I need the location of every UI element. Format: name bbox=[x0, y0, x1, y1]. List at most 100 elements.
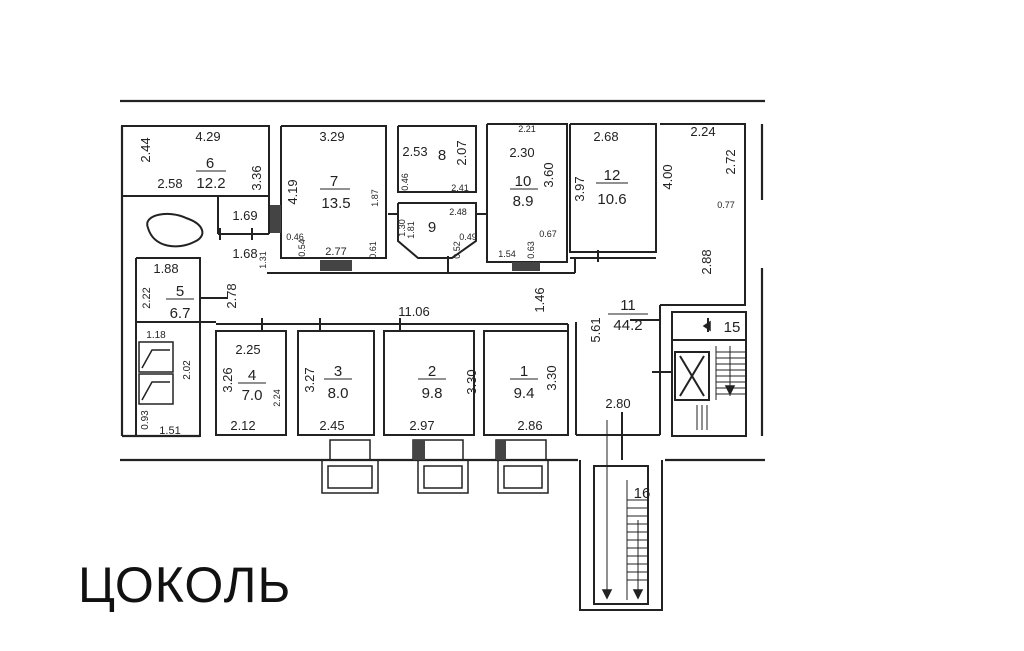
dim-wc-b: 2.02 bbox=[182, 360, 193, 380]
room-1-area: 9.4 bbox=[514, 385, 535, 402]
room-6-number: 6 bbox=[206, 155, 214, 172]
room-11-area: 44.2 bbox=[613, 317, 642, 334]
room-16-number: 16 bbox=[634, 485, 651, 502]
room-4-number: 4 bbox=[248, 367, 256, 384]
dim-2-bottom: 2.97 bbox=[409, 418, 434, 433]
dim-3-left: 3.27 bbox=[302, 367, 317, 392]
dim-3-bottom: 2.45 bbox=[319, 418, 344, 433]
dim-8-top: 2.53 bbox=[402, 144, 427, 159]
room-10-number: 10 bbox=[515, 173, 532, 190]
dim-7-a: 0.46 bbox=[286, 232, 304, 242]
dim-11-c: 0.77 bbox=[717, 200, 735, 210]
dim-8-right: 2.07 bbox=[454, 140, 469, 165]
dim-2-right: 3.30 bbox=[464, 369, 479, 394]
dim-12-right: 4.00 bbox=[660, 164, 675, 189]
dim-11-b: 2.72 bbox=[723, 149, 738, 174]
room-6-outline bbox=[121, 125, 270, 197]
entrance-steps bbox=[321, 439, 549, 494]
wc-fixtures bbox=[138, 341, 174, 405]
dim-6-top: 4.29 bbox=[195, 129, 220, 144]
dim-12-top: 2.68 bbox=[593, 129, 618, 144]
room-4-outline bbox=[215, 330, 287, 436]
dim-10-a: 2.30 bbox=[509, 145, 534, 160]
dim-10-d: 0.67 bbox=[539, 229, 557, 239]
dim-11-g: 1.46 bbox=[532, 287, 547, 312]
dim-11-j: 1.31 bbox=[258, 251, 268, 269]
dim-11-k: 2.80 bbox=[605, 396, 630, 411]
room-2-outline bbox=[383, 330, 475, 436]
door-marks bbox=[200, 213, 709, 460]
room-8-outline bbox=[397, 125, 477, 193]
dim-9-c: 0.49 bbox=[459, 232, 477, 242]
dim-7-c: 0.61 bbox=[368, 241, 378, 259]
dim-11-a: 2.24 bbox=[690, 124, 715, 139]
dim-11-d: 2.88 bbox=[699, 249, 714, 274]
dim-7-bottom: 2.77 bbox=[325, 246, 346, 258]
room-5-area: 6.7 bbox=[170, 305, 191, 322]
dim-8-left: 0.46 bbox=[400, 173, 410, 191]
dim-wc-a: 1.18 bbox=[146, 330, 166, 341]
dim-7-b: 0.54 bbox=[297, 239, 307, 257]
dim-10-b: 1.54 bbox=[498, 249, 516, 259]
floor-title: ЦОКОЛЬ bbox=[78, 557, 292, 613]
room-2-area: 9.8 bbox=[422, 385, 443, 402]
room-12-number: 12 bbox=[604, 167, 621, 184]
room-16-outline bbox=[579, 460, 663, 611]
wc-outline bbox=[135, 258, 201, 437]
dim-4-bottom: 2.12 bbox=[230, 418, 255, 433]
room-8-number: 8 bbox=[438, 147, 446, 164]
dim-6-right: 3.36 bbox=[249, 165, 264, 190]
dim-7-left: 4.19 bbox=[285, 179, 300, 204]
dim-10-c: 0.63 bbox=[526, 241, 536, 259]
dim-7-top: 3.29 bbox=[319, 129, 344, 144]
dimension-labels: 4.29 2.44 2.58 3.36 3.29 4.19 1.87 2.77 … bbox=[138, 124, 738, 437]
room-12-area: 10.6 bbox=[597, 191, 626, 208]
dim-12-left: 3.97 bbox=[572, 176, 587, 201]
room-15-number: 15 bbox=[724, 319, 741, 336]
dim-9-left: 1.81 bbox=[406, 221, 416, 239]
room-11-upper-outline bbox=[660, 123, 746, 306]
room-11-number: 11 bbox=[620, 297, 636, 314]
room-10-outline bbox=[486, 123, 568, 263]
dim-4-right: 2.24 bbox=[272, 389, 282, 407]
dim-9-top: 2.48 bbox=[449, 207, 467, 217]
room-7-number: 7 bbox=[330, 173, 338, 190]
room-10-area: 8.9 bbox=[513, 193, 534, 210]
room-6-area: 12.2 bbox=[196, 175, 225, 192]
room-3-outline bbox=[297, 330, 375, 436]
dim-wc-d: 1.51 bbox=[159, 425, 180, 437]
dim-11-f: 11.06 bbox=[398, 304, 430, 319]
dim-9-a: 1.30 bbox=[397, 219, 407, 237]
room-labels: 6 12.2 7 13.5 8 9 10 8.9 12 10.6 5 6.7 4… bbox=[166, 147, 740, 502]
dim-10-right: 3.60 bbox=[541, 162, 556, 187]
pond-shape bbox=[146, 212, 204, 248]
room-4-area: 7.0 bbox=[242, 387, 263, 404]
room-1-number: 1 bbox=[520, 363, 528, 380]
elevator-shaft bbox=[674, 351, 710, 401]
dim-wc-c: 0.93 bbox=[140, 410, 151, 430]
dim-9-b: 0.52 bbox=[452, 241, 462, 259]
room-3-number: 3 bbox=[334, 363, 342, 380]
dim-6-bottom: 2.58 bbox=[157, 176, 182, 191]
dim-1-right: 3.30 bbox=[544, 365, 559, 390]
room-15-outline bbox=[671, 311, 747, 437]
dim-4-left: 3.26 bbox=[220, 367, 235, 392]
dim-5-left: 2.22 bbox=[141, 287, 153, 308]
hatched-walls bbox=[270, 205, 540, 460]
room-7-area: 13.5 bbox=[321, 195, 350, 212]
arrows bbox=[601, 320, 736, 600]
room-9-number: 9 bbox=[428, 219, 436, 236]
dim-1-bottom: 2.86 bbox=[517, 418, 542, 433]
dim-10-top: 2.21 bbox=[518, 124, 536, 134]
dim-11-h: 1.69 bbox=[232, 208, 257, 223]
room-5-number: 5 bbox=[176, 283, 184, 300]
room-3-area: 8.0 bbox=[328, 385, 349, 402]
dim-5-top: 1.88 bbox=[153, 261, 178, 276]
room-9-outline bbox=[397, 202, 477, 259]
dim-5-right: 2.78 bbox=[224, 283, 239, 308]
dim-8-bottom: 2.41 bbox=[451, 183, 469, 193]
stairs-15 bbox=[696, 346, 746, 430]
dim-11-i: 1.68 bbox=[232, 246, 257, 261]
room-2-number: 2 bbox=[428, 363, 436, 380]
